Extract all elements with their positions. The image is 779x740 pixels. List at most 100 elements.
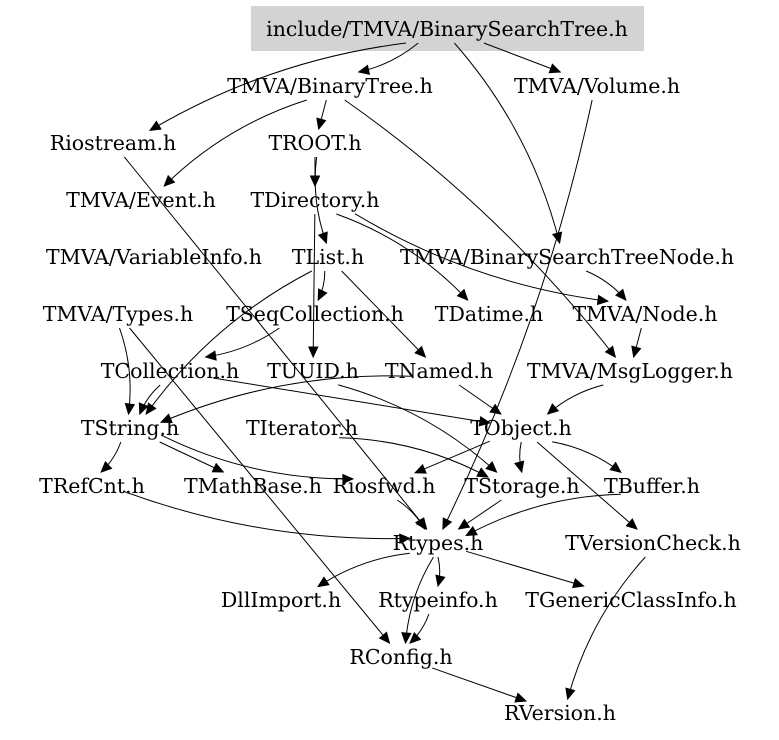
edge-types-to-rconfig [129,327,390,644]
node-event: TMVA/Event.h [66,188,216,212]
edge-tlist-to-tseqcollection-arrowhead [317,288,328,302]
node-binarytree: TMVA/BinaryTree.h [227,74,433,98]
edge-root-to-binarytree-arrowhead [357,64,371,75]
node-root: include/TMVA/BinarySearchTree.h [266,17,628,41]
edge-rtypes-to-rtypeinfo-arrowhead [435,574,446,588]
edge-tnamed-to-tstring-arrowhead [160,413,173,424]
edge-tcollection-to-tobject [212,377,490,424]
edge-tstring-to-riosfwd-arrowhead [342,473,355,485]
edge-tobject-to-tversioncheck [536,441,638,530]
node-tobject: TObject.h [470,416,572,440]
edges-layer [100,42,646,703]
edge-tversioncheck-to-rversion [567,556,646,700]
edge-tcollection-to-tobject-arrowhead [478,416,492,427]
node-tuuid: TUUID.h [267,359,359,383]
edge-tversioncheck-to-rversion-arrowhead [565,687,576,701]
node-volume: TMVA/Volume.h [514,74,680,98]
edge-root-to-volume-arrowhead [548,63,562,74]
edge-types-to-tstring-arrowhead [124,402,136,416]
node-rversion: RVersion.h [504,701,616,725]
edge-trefcnt-to-rtypes-arrowhead [399,533,412,544]
edge-tbuffer-to-rtypes-arrowhead [465,525,478,537]
node-tseqcollection: TSeqCollection.h [226,302,404,326]
edge-tlist-to-tstring [145,270,313,415]
node-trefcnt: TRefCnt.h [39,474,145,498]
edge-tuuid-to-tstorage [338,384,497,473]
edge-tseqcollection-to-tcollection-arrowhead [204,350,217,361]
node-tdatime: TDatime.h [435,302,543,326]
edge-rtypes-to-tgenericclassinfo [466,550,584,587]
edge-tlist-to-tnamed [341,270,426,358]
edge-tdirectory-to-node [354,213,608,302]
node-tstorage: TStorage.h [464,474,579,498]
edge-tdirectory-to-tdatime-arrowhead [456,288,469,301]
edge-trefcnt-to-rtypes [122,490,410,540]
node-tgenericclassinfo: TGenericClassInfo.h [525,588,736,612]
edge-rtypeinfo-to-rconfig-arrowhead [409,631,422,644]
node-node: TMVA/Node.h [572,302,717,326]
edge-tstring-to-tmathbase-arrowhead [211,462,225,473]
edge-tseqcollection-to-tcollection [205,327,280,358]
node-bstnode: TMVA/BinarySearchTreeNode.h [400,245,734,269]
node-tstring: TString.h [81,416,179,440]
edge-tdirectory-to-tdatime [336,213,468,301]
node-riostream: Riostream.h [50,131,176,155]
node-msglogger: TMVA/MsgLogger.h [527,359,733,383]
node-titerator: TIterator.h [246,416,358,440]
edge-troot-to-tlist-arrowhead [317,231,328,245]
node-troot: TROOT.h [268,131,361,155]
node-variableinfo: TMVA/VariableInfo.h [46,245,262,269]
edge-binarytree-to-msglogger-arrowhead [604,345,617,358]
edge-riostream-to-rtypes-arrowhead [415,517,428,530]
node-types: TMVA/Types.h [43,302,194,326]
edge-tstorage-to-rtypes-arrowhead [457,518,471,530]
edge-tobject-to-tbuffer [552,441,622,473]
edge-root-to-bstnode [453,42,561,244]
edge-tstring-to-riosfwd [160,434,353,480]
edge-msglogger-to-tobject-arrowhead [546,403,560,415]
edge-titerator-to-tstorage [339,437,489,478]
edge-titerator-to-tstorage-arrowhead [476,467,489,478]
edge-tlist-to-tstring-arrowhead [145,402,157,415]
node-rtypeinfo: Rtypeinfo.h [378,588,498,612]
edge-tuuid-to-tstorage-arrowhead [485,461,498,473]
edge-types-to-rconfig-arrowhead [378,631,391,644]
node-riosfwd: Riosfwd.h [333,474,436,498]
edge-rtypes-to-rconfig-arrowhead [401,632,412,645]
edge-rtypes-to-tgenericclassinfo-arrowhead [572,577,585,589]
edge-tbuffer-to-rtypes [465,493,621,536]
edge-rtypes-to-dllimport [317,552,410,587]
edge-root-to-riostream-arrowhead [149,120,162,131]
edge-tdirectory-to-tuuid [312,213,316,358]
node-tlist: TList.h [292,245,364,269]
edge-rconfig-to-rversion-arrowhead [514,692,528,703]
edge-binarytree-to-event-arrowhead [163,174,176,187]
edge-node-to-msglogger-arrowhead [631,345,642,359]
node-tdirectory: TDirectory.h [250,188,379,212]
edge-tcollection-to-tstring-arrowhead [138,402,149,416]
edge-bstnode-to-node-arrowhead [615,288,627,301]
edge-tstring-to-trefcnt-arrowhead [100,460,113,473]
edge-volume-to-rtypes-arrowhead [442,517,453,531]
root-node-box [251,6,644,51]
edge-tobject-to-tstorage-arrowhead [514,460,525,474]
edge-tnamed-to-tstring [160,375,411,423]
edge-tobject-to-riosfwd-arrowhead [414,463,427,474]
edge-rconfig-to-rversion [431,667,527,702]
edge-rtypes-to-dllimport-arrowhead [317,576,330,588]
edge-tobject-to-tbuffer-arrowhead [609,461,622,473]
edge-binarytree-to-troot-arrowhead [316,117,327,131]
edge-binarytree-to-msglogger [344,99,616,358]
edge-tlist-to-tnamed-arrowhead [414,345,427,358]
node-tbuffer: TBuffer.h [604,474,700,498]
edge-riostream-to-rtypes [123,156,428,530]
edge-tdirectory-to-tuuid-arrowhead [308,346,319,359]
edge-tdirectory-to-node-arrowhead [596,294,610,306]
node-tversioncheck: TVersionCheck.h [565,531,741,555]
edge-volume-to-rtypes [442,99,593,530]
node-rconfig: RConfig.h [349,645,452,669]
edge-root-to-riostream [149,42,407,131]
edge-binarytree-to-event [163,99,307,187]
node-rtypes: Rtypes.h [393,531,484,555]
